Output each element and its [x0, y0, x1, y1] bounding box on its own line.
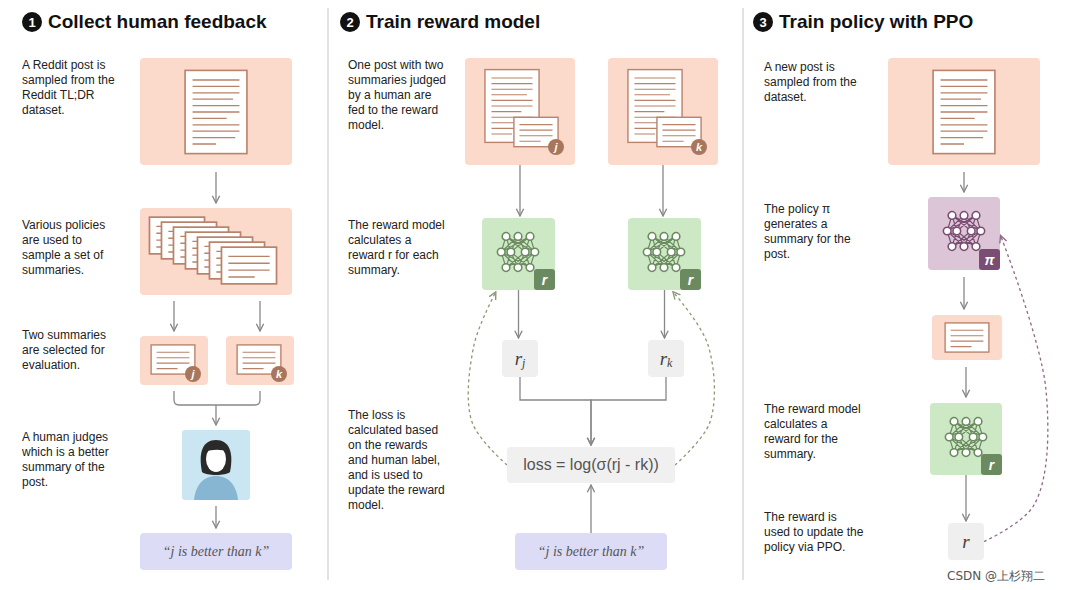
- reward-value-text: r: [515, 348, 522, 370]
- update-arrow: [673, 292, 715, 465]
- human-label: “j is better than k”: [515, 533, 667, 570]
- badge-letter: k: [696, 142, 702, 153]
- reward-value-text: k: [667, 356, 672, 371]
- step-title: Train reward model: [366, 10, 540, 34]
- step-note: Two summaries are selected for evaluatio…: [22, 328, 124, 373]
- summary-stack: [140, 208, 292, 295]
- human-label-text: “j is better than k”: [538, 544, 645, 560]
- step-note: A human judges which is a better summary…: [22, 430, 124, 490]
- flow-arrow: [518, 290, 519, 338]
- loss-box-text: loss = log(σ(rj - rk)): [523, 456, 659, 474]
- reward-value-text: r: [962, 531, 969, 553]
- step-note: A Reddit post is sampled from the Reddit…: [22, 58, 124, 118]
- step-number: 2: [340, 12, 360, 32]
- badge-letter: j: [554, 142, 557, 153]
- badge: k: [691, 139, 707, 155]
- summary-icon: [140, 336, 294, 385]
- reward-model: [482, 218, 701, 290]
- badge-letter: r: [989, 458, 994, 472]
- badge-letter: r: [688, 273, 693, 287]
- policy-model: [928, 197, 1000, 270]
- reward-value-text: r: [660, 348, 667, 370]
- step-note: The reward is used to update the policy …: [764, 510, 864, 555]
- step-number: 1: [22, 12, 42, 32]
- reward-value: rk: [648, 340, 684, 377]
- reddit-post: [140, 58, 292, 165]
- badge-letter: j: [191, 369, 194, 380]
- divider: [742, 8, 743, 580]
- loss-box: loss = log(σ(rj - rk)): [507, 447, 675, 483]
- reward-model: r: [628, 218, 701, 290]
- flow-arrow: [519, 165, 520, 216]
- badge: r: [534, 269, 555, 290]
- reward-model: [930, 403, 1002, 475]
- step-note: The policy π generates a summary for the…: [764, 202, 870, 262]
- flow-arrow: [664, 290, 665, 338]
- badge-letter: π: [985, 253, 995, 267]
- step-note: Various policies are used to sample a se…: [22, 218, 124, 278]
- human-label: “j is better than k”: [140, 533, 292, 570]
- post-summary: j: [465, 58, 575, 165]
- reward-value: rj: [502, 340, 538, 377]
- summary-card: k: [226, 336, 294, 385]
- step-note: The reward model calculates a reward for…: [764, 402, 864, 462]
- reward-value-text: j: [522, 356, 525, 371]
- post-with-summary: [465, 58, 718, 165]
- step-note: The reward model calculates a reward r f…: [348, 218, 450, 278]
- new-post: [888, 58, 1040, 165]
- step-note: One post with two summaries judged by a …: [348, 58, 450, 133]
- step-note: The loss is calculated based on the rewa…: [348, 408, 450, 513]
- post-summary: k: [608, 58, 718, 165]
- step-number: 3: [753, 12, 773, 32]
- update-arrow: [984, 235, 1048, 541]
- reward-model: r: [482, 218, 555, 290]
- badge: r: [680, 269, 701, 290]
- summary-card: j: [140, 336, 208, 385]
- step-title: Train policy with PPO: [779, 10, 973, 34]
- generated-summary: [932, 315, 1002, 360]
- badge: π: [979, 249, 1000, 270]
- human-label-text: “j is better than k”: [163, 544, 270, 560]
- flow-arrow: [964, 172, 966, 397]
- badge: j: [548, 139, 564, 155]
- badge: j: [185, 366, 201, 382]
- divider: [327, 8, 328, 580]
- flow-arrow: [590, 485, 591, 533]
- flow-arrow: [965, 475, 966, 521]
- badge: k: [271, 366, 287, 382]
- update-arrow: [468, 292, 507, 465]
- badge-letter: k: [276, 369, 282, 380]
- step-title: Collect human feedback: [48, 10, 267, 34]
- policy-model: π: [928, 197, 1000, 270]
- flow-arrow: [662, 165, 663, 216]
- flow-arrow: [174, 172, 260, 528]
- reward-model: r: [930, 403, 1002, 475]
- badge: r: [981, 454, 1002, 475]
- badge-letter: r: [542, 273, 547, 287]
- human-judge: [182, 430, 250, 500]
- reward-value: r: [948, 523, 984, 560]
- flow-arrow: [591, 377, 666, 445]
- watermark: CSDN @上杉翔二: [945, 567, 1047, 586]
- step-note: A new post is sampled from the dataset.: [764, 60, 876, 105]
- flow-arrow: [520, 377, 591, 445]
